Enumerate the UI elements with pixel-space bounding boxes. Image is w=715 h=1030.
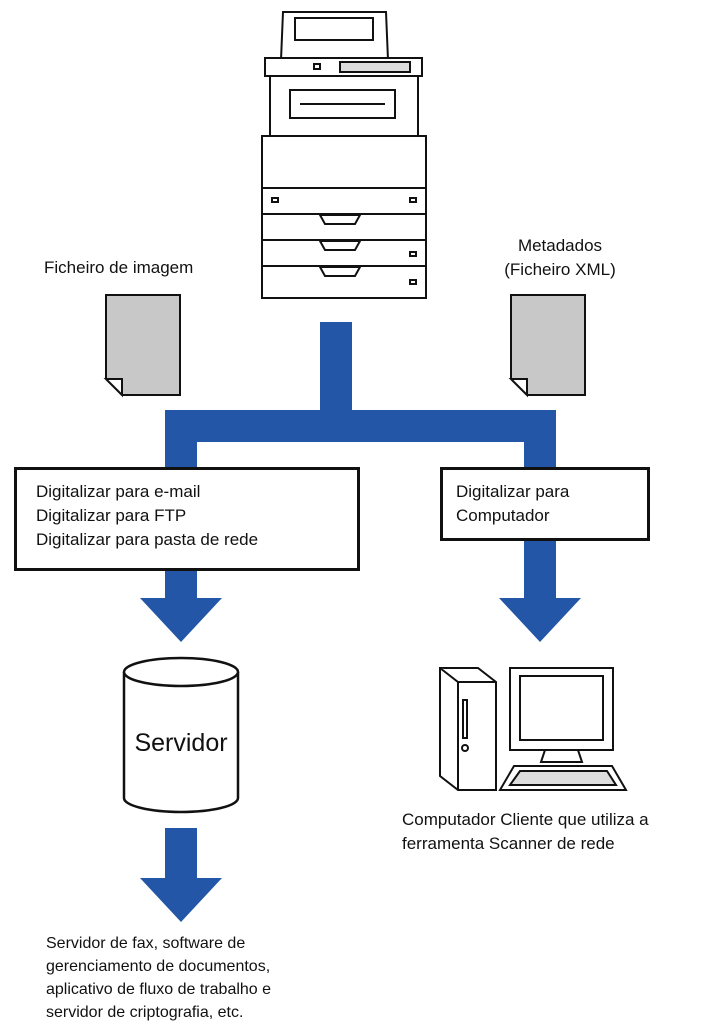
right-box-item: Computador: [456, 506, 550, 525]
client-computer-label-line1: Computador Cliente que utiliza a: [402, 810, 649, 829]
downstream-label-line1: Servidor de fax, software de: [46, 935, 246, 952]
scan-to-computer-box: Digitalizar para Computador: [440, 467, 650, 541]
downstream-label-line3: aplicativo de fluxo de trabalho e: [46, 981, 272, 998]
printer-icon: [261, 11, 427, 299]
left-box-item: Digitalizar para pasta de rede: [36, 530, 259, 549]
left-box-item: Digitalizar para FTP: [36, 506, 187, 525]
client-computer-label-line2: ferramenta Scanner de rede: [402, 834, 615, 853]
image-file-label: Ficheiro de imagem: [44, 258, 194, 277]
server-label: Servidor: [134, 729, 228, 757]
scan-to-server-box: Digitalizar para e-mail Digitalizar para…: [14, 467, 360, 571]
downstream-label-line4: servidor de criptografia, etc.: [46, 1004, 244, 1021]
desktop-computer-icon: [439, 667, 628, 791]
server-icon: [122, 656, 240, 814]
down-arrow: [140, 828, 222, 922]
document-icon: [508, 294, 586, 398]
document-icon: [103, 294, 181, 398]
downstream-label-line2: gerenciamento de documentos,: [46, 958, 271, 975]
down-arrow: [499, 538, 581, 642]
down-arrow: [140, 568, 222, 642]
flow-connector: [165, 322, 556, 470]
right-box-item: Digitalizar para: [456, 482, 570, 501]
left-box-item: Digitalizar para e-mail: [36, 482, 201, 501]
